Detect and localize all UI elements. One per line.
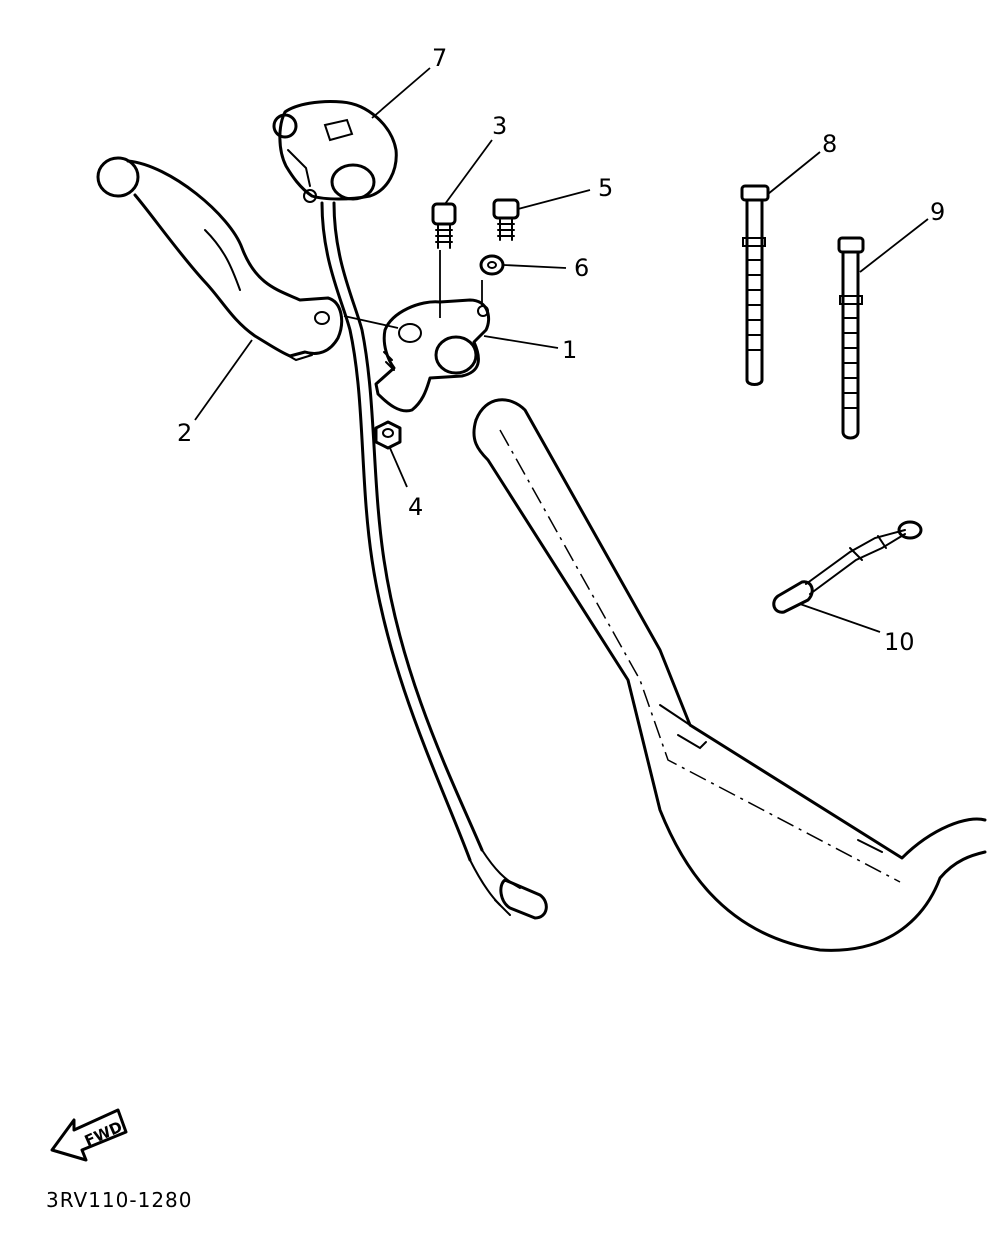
switch-wire: [320, 201, 548, 920]
callout-10: 10: [884, 628, 915, 656]
washer-6: [479, 254, 505, 276]
callout-6: 6: [574, 254, 589, 282]
cable-tie-9: [837, 236, 865, 440]
lever-holder: [374, 298, 491, 413]
handlebar-switch: [272, 100, 398, 203]
lead-wire-10: [772, 520, 923, 614]
leader-lines: [194, 67, 929, 633]
forward-direction-arrow-icon: FWD: [50, 1108, 128, 1162]
drawing-code: 3RV110-1280: [46, 1188, 193, 1212]
callout-2: 2: [177, 419, 192, 447]
callout-5: 5: [598, 174, 613, 202]
callout-3: 3: [492, 112, 507, 140]
bolt-5: [492, 198, 520, 241]
nut-4: [374, 420, 402, 450]
bolt-3: [431, 202, 457, 249]
callout-8: 8: [822, 130, 837, 158]
callout-7: 7: [432, 44, 447, 72]
callout-9: 9: [930, 198, 945, 226]
handlebar: [472, 398, 987, 952]
callout-1: 1: [562, 336, 577, 364]
callout-4: 4: [408, 493, 423, 521]
cable-tie-8: [740, 184, 770, 386]
clutch-lever: [96, 156, 344, 362]
